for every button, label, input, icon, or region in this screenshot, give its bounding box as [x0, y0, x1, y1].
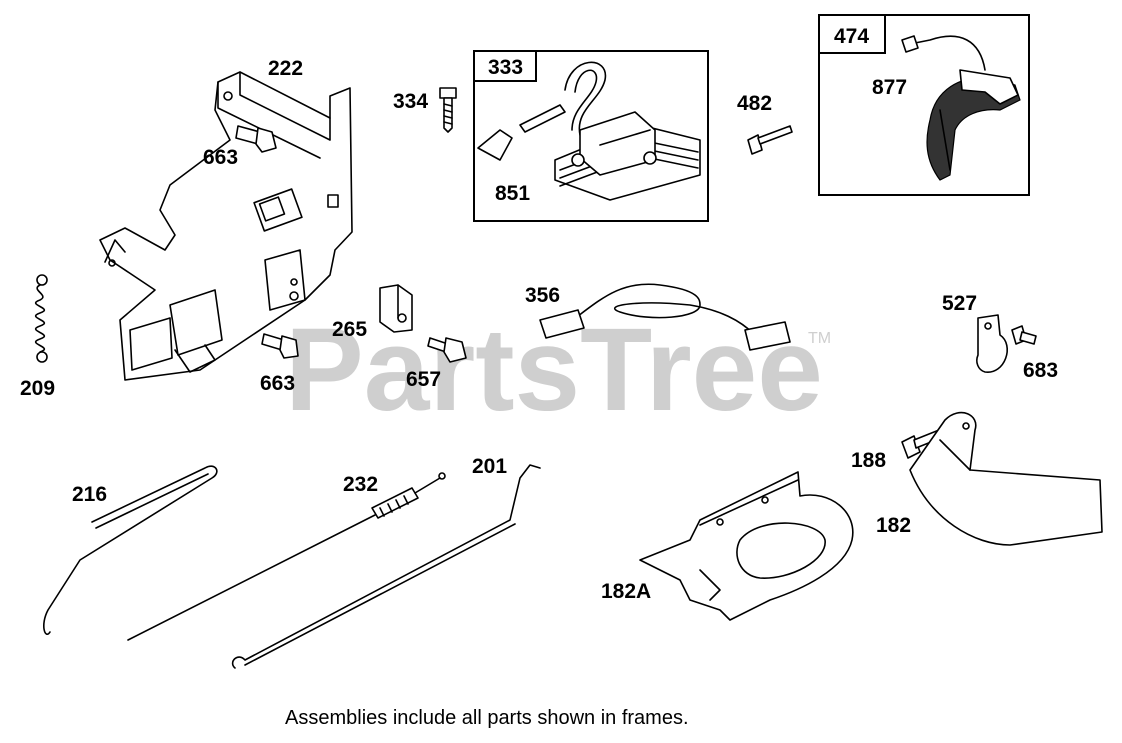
- frame-474: [818, 14, 1030, 196]
- screw-334-drawing: [439, 87, 457, 133]
- part-label-182: 182: [876, 514, 911, 537]
- part-label-222: 222: [268, 57, 303, 80]
- part-label-182A: 182A: [601, 580, 651, 603]
- part-label-683: 683: [1023, 359, 1058, 382]
- part-label-201: 201: [472, 455, 507, 478]
- part-label-216: 216: [72, 483, 107, 506]
- screw-482-drawing: [747, 125, 793, 155]
- part-label-663-top: 663: [203, 146, 238, 169]
- part-label-334: 334: [393, 90, 428, 113]
- bolt-663-lower-drawing: [261, 333, 299, 359]
- link-216-drawing: [43, 465, 218, 635]
- part-label-527: 527: [942, 292, 977, 315]
- part-label-188: 188: [851, 449, 886, 472]
- bolt-683-drawing: [1011, 325, 1037, 345]
- frame-474-number-box: [818, 14, 886, 54]
- part-label-265: 265: [332, 318, 367, 341]
- frame-474-number: 474: [834, 25, 869, 48]
- part-label-209: 209: [20, 377, 55, 400]
- frame-333: [473, 50, 709, 222]
- part-label-851: 851: [495, 182, 530, 205]
- wire-harness-356-drawing: [539, 283, 791, 351]
- footer-note: Assemblies include all parts shown in fr…: [285, 707, 689, 729]
- governor-spring-232-drawing: [127, 472, 446, 641]
- shield-182A-drawing: [639, 471, 854, 621]
- armature-drawing: [901, 35, 1021, 181]
- frame-333-number: 333: [488, 56, 523, 79]
- part-label-232: 232: [343, 473, 378, 496]
- spring-209-drawing: [34, 274, 48, 363]
- link-rod-201-drawing: [231, 464, 541, 669]
- watermark-trademark: TM: [808, 330, 831, 347]
- part-label-877: 877: [872, 76, 907, 99]
- part-label-663-lower: 663: [260, 372, 295, 395]
- clamp-527-drawing: [976, 314, 1009, 373]
- part-label-482: 482: [737, 92, 772, 115]
- part-label-356: 356: [525, 284, 560, 307]
- bolt-663-top-drawing: [235, 125, 277, 153]
- part-label-657: 657: [406, 368, 441, 391]
- frame-333-number-box: [473, 50, 537, 82]
- ignition-coil-drawing: [477, 61, 701, 201]
- clip-265-drawing: [379, 284, 413, 333]
- bolt-657-drawing: [427, 337, 467, 363]
- shield-182-drawing: [909, 411, 1103, 546]
- control-bracket-drawing: [99, 71, 353, 381]
